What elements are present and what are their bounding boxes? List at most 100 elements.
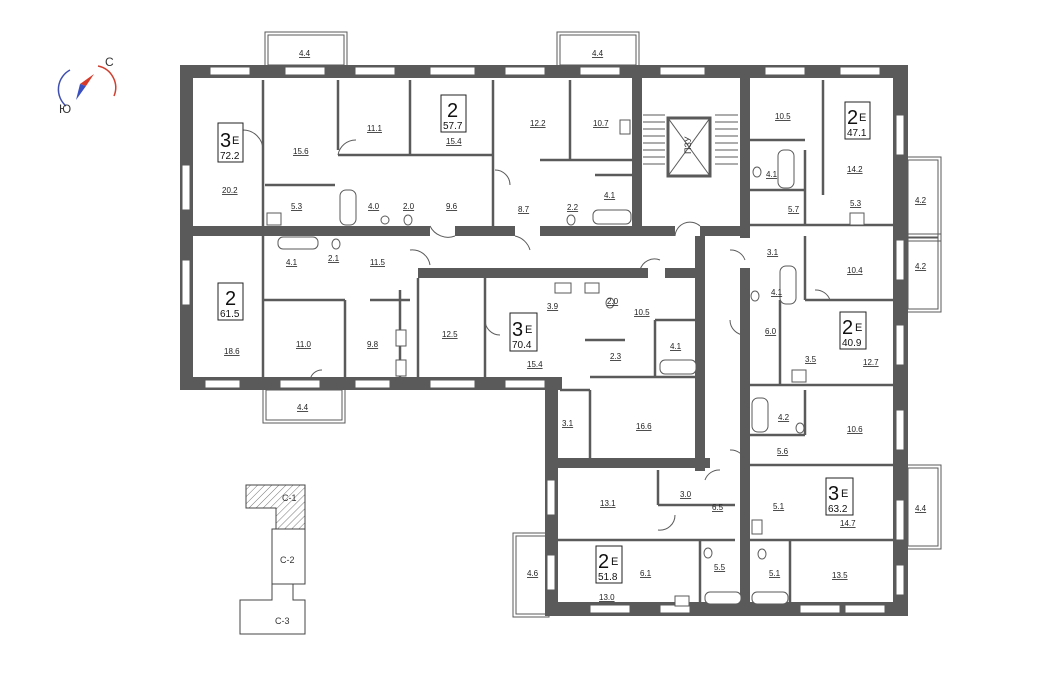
- room-area: 16.6: [636, 422, 652, 431]
- room-area: 14.2: [847, 165, 863, 174]
- apartment-label: 3 Е 72.2: [217, 122, 244, 163]
- room-area: 5.1: [769, 569, 781, 578]
- apartment-total-area: 70.4: [512, 340, 532, 351]
- balcony-area: 4.6: [527, 569, 539, 578]
- room-area: 4.1: [604, 191, 616, 200]
- room-area: 10.4: [847, 266, 863, 275]
- room-area: 10.5: [775, 112, 791, 121]
- balcony-area: 4.2: [915, 196, 927, 205]
- apartment-rooms: 2: [847, 107, 858, 129]
- apartment-label: 2 Е 51.8: [595, 545, 623, 584]
- room-area: 2.0: [403, 202, 415, 211]
- room-area: 4.1: [766, 170, 778, 179]
- room-area: 12.7: [863, 358, 879, 367]
- room-area: 9.6: [446, 202, 458, 211]
- room-area: 8.7: [518, 205, 530, 214]
- room-area: 2.1: [328, 254, 340, 263]
- room-area: 5.6: [777, 447, 789, 456]
- balcony-area: 4.2: [915, 262, 927, 271]
- room-area: 11.1: [367, 124, 383, 133]
- room-area: 4.0: [368, 202, 380, 211]
- balcony-area: 4.4: [299, 49, 311, 58]
- room-area: 3.9: [547, 302, 559, 311]
- room-area: 4.2: [778, 413, 790, 422]
- balcony-areas: 4.4 4.4 4.4 4.2 4.2 4.4 4.6: [297, 49, 927, 578]
- section-label: С-1: [282, 493, 297, 503]
- room-area: 5.3: [291, 202, 303, 211]
- apartment-type: Е: [841, 488, 848, 500]
- south-arrow-icon: [76, 84, 86, 100]
- apartment-label: 2 57.7: [440, 94, 467, 133]
- compass: С Ю: [57, 55, 117, 116]
- room-area: 10.6: [847, 425, 863, 434]
- room-area: 3.0: [680, 490, 692, 499]
- room-area: 15.4: [446, 137, 462, 146]
- apartment-label: 3 Е 70.4: [509, 312, 538, 352]
- room-area: 13.1: [600, 499, 616, 508]
- apartment-total-area: 57.7: [443, 121, 463, 132]
- room-area: 10.5: [634, 308, 650, 317]
- apartment-rooms: 3: [828, 483, 839, 505]
- apartment-type: Е: [855, 322, 862, 334]
- room-area: 5.5: [714, 563, 726, 572]
- room-area: 6.1: [640, 569, 652, 578]
- apartment-total-area: 72.2: [220, 151, 240, 162]
- room-area: 6.5: [712, 503, 724, 512]
- room-area: 2.3: [610, 352, 622, 361]
- room-area: 15.4: [527, 360, 543, 369]
- apartment-rooms: 2: [598, 551, 609, 573]
- section-c1-block: [245, 484, 306, 530]
- section-label: С-3: [275, 616, 290, 626]
- room-area: 12.2: [530, 119, 546, 128]
- room-area: 11.5: [370, 258, 386, 267]
- fixtures: [266, 119, 865, 607]
- apartment-rooms: 2: [447, 100, 458, 122]
- section-c3-block: [239, 583, 306, 635]
- compass-south-label: Ю: [59, 102, 71, 116]
- apartment-total-area: 61.5: [220, 309, 240, 320]
- room-area: 13.0: [599, 593, 615, 602]
- apartment-type: Е: [232, 135, 239, 147]
- apartment-rooms: 3: [512, 319, 523, 341]
- apartment-label: 2 61.5: [217, 282, 244, 321]
- room-area: 5.1: [773, 502, 785, 511]
- room-area: 4.1: [771, 288, 783, 297]
- stairwell: ПЗУ: [643, 114, 738, 178]
- apartment-label: 2 Е 47.1: [844, 101, 871, 140]
- room-area: 4.1: [670, 342, 682, 351]
- apartment-label: 2 Е 40.9: [839, 311, 867, 350]
- room-area: 12.5: [442, 330, 458, 339]
- section-key-plan: С-1 С-2 С-3: [239, 484, 306, 635]
- apartment-rooms: 2: [225, 288, 236, 310]
- apartment-type: Е: [525, 324, 532, 336]
- section-label: С-2: [280, 555, 295, 565]
- internal-walls: [180, 78, 893, 613]
- apartment-type: Е: [859, 112, 866, 124]
- apartment-label: 3 Е 63.2: [825, 477, 854, 516]
- room-areas: 20.2 15.6 11.1 15.4 12.2 10.7 10.5 14.2 …: [222, 112, 879, 602]
- north-arrow-icon: [80, 74, 94, 86]
- compass-north-label: С: [105, 55, 114, 69]
- apartment-total-area: 51.8: [598, 572, 618, 583]
- balcony-area: 4.4: [592, 49, 604, 58]
- balcony-area: 4.4: [297, 403, 309, 412]
- apartment-labels: 3 Е 72.2 2 57.7 2 Е 47.1 2 61.5 3 Е 70.4: [217, 94, 871, 584]
- elevator-label: ПЗУ: [683, 136, 693, 154]
- doors: [242, 129, 831, 531]
- room-area: 5.3: [850, 199, 862, 208]
- room-area: 3.1: [767, 248, 779, 257]
- room-area: 3.1: [562, 419, 574, 428]
- windows: [181, 66, 905, 614]
- apartment-total-area: 47.1: [847, 128, 867, 139]
- balcony-area: 4.4: [915, 504, 927, 513]
- room-area: 2.0: [607, 297, 619, 306]
- room-area: 13.5: [832, 571, 848, 580]
- apartment-total-area: 63.2: [828, 504, 848, 515]
- apartment-rooms: 3: [220, 130, 231, 152]
- room-area: 15.6: [293, 147, 309, 156]
- room-area: 5.7: [788, 205, 800, 214]
- room-area: 14.7: [840, 519, 856, 528]
- room-area: 20.2: [222, 186, 238, 195]
- room-area: 9.8: [367, 340, 379, 349]
